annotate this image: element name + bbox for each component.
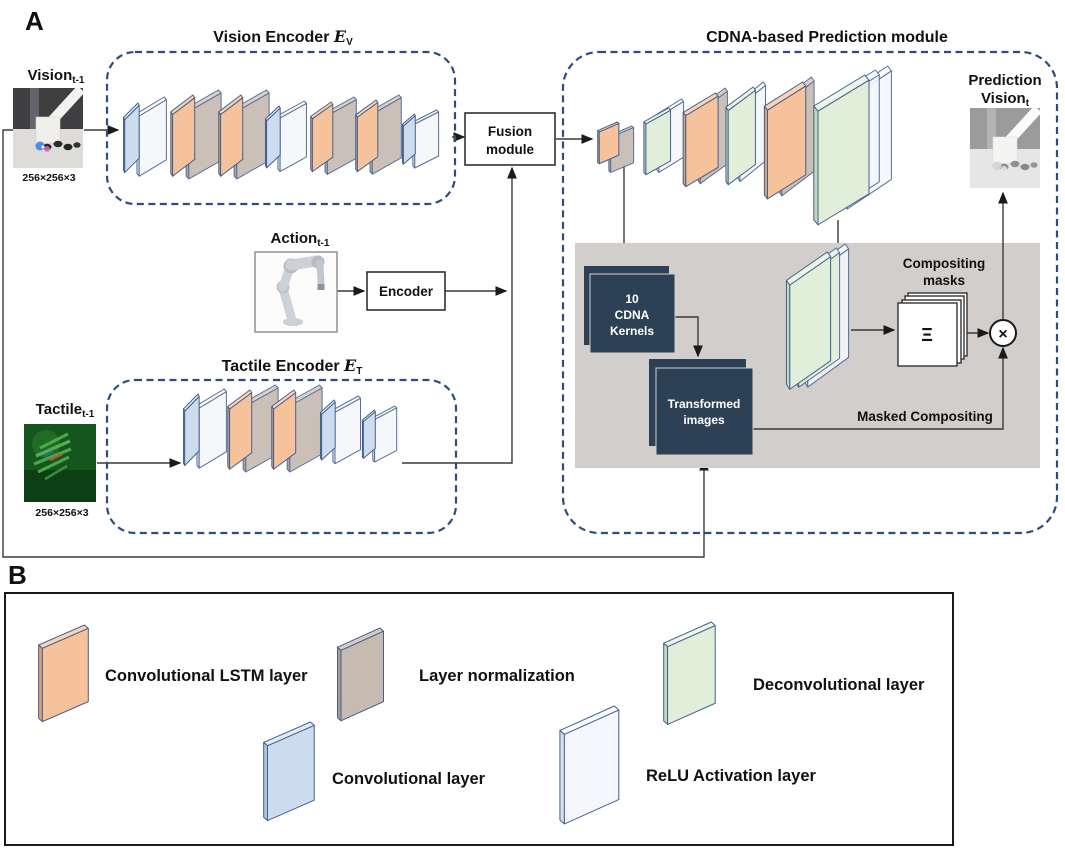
legend-label-conv-lstm: Convolutional LSTM layer xyxy=(105,667,308,685)
fusion-module: Fusion module xyxy=(464,112,556,166)
legend-box xyxy=(4,592,954,846)
legend-label-conv: Convolutional layer xyxy=(332,770,486,788)
transformed-line2: images xyxy=(683,413,725,427)
action-encoder: Encoder xyxy=(366,271,446,311)
masked-compositing-label: Masked Compositing xyxy=(857,409,993,424)
cdna-kernels: 10 CDNA Kernels xyxy=(584,266,676,354)
masks-xi-symbol: Ξ xyxy=(921,325,933,345)
wire-masked-compositing xyxy=(753,346,1008,430)
transformed-line1: Transformed xyxy=(668,397,741,411)
action-encoder-label: Encoder xyxy=(379,284,434,299)
legend-label-relu: ReLU Activation layer xyxy=(646,767,817,785)
vision-encoder-layers xyxy=(123,89,439,180)
panel-a-label: A xyxy=(25,6,44,36)
tactile-encoder-box xyxy=(105,378,458,535)
tactile-encoder-layers xyxy=(183,384,397,473)
legend-label-layer-norm: Layer normalization xyxy=(419,667,575,685)
vision-encoder-title: Vision Encoder EV xyxy=(213,27,353,48)
vision-input-photo xyxy=(13,88,83,168)
compositing-masks: Compositing masks Ξ xyxy=(897,256,986,367)
prediction-output-label-line1: Prediction xyxy=(968,72,1041,89)
legend: Convolutional LSTM layer Layer normaliza… xyxy=(4,592,954,846)
action-input-label: Actiont-1 xyxy=(271,230,330,249)
legend-label-deconv: Deconvolutional layer xyxy=(753,676,925,694)
tactile-input-label: Tactilet-1 xyxy=(36,401,95,420)
multiply-icon: × xyxy=(998,326,1007,343)
vision-encoder-box xyxy=(105,50,457,206)
prediction-output-photo xyxy=(970,108,1040,188)
kernels-line3: Kernels xyxy=(610,324,654,338)
prediction-output-label-line2: Visiont xyxy=(981,90,1030,109)
fusion-label-line1: Fusion xyxy=(488,124,532,139)
prediction-decoder-layers xyxy=(597,65,893,226)
masks-label-line1: Compositing xyxy=(903,256,986,271)
tactile-input-size: 256×256×3 xyxy=(35,507,88,519)
kernels-line1: 10 xyxy=(625,292,639,306)
panel-b-label: B xyxy=(8,560,27,590)
compositing-wires xyxy=(669,191,1008,430)
action-input-photo xyxy=(254,251,338,333)
wire-vision-branch-to-transformed xyxy=(2,129,709,558)
tactile-input-photo xyxy=(24,424,96,502)
masks-label-line2: masks xyxy=(923,273,965,288)
tactile-encoder-title: Tactile Encoder ET xyxy=(222,356,363,377)
action-encoder-box xyxy=(366,271,446,311)
transformed-images: Transformed images xyxy=(649,359,754,456)
fusion-module-box xyxy=(464,112,556,166)
multiply-node: × xyxy=(989,319,1017,347)
vision-input-size: 256×256×3 xyxy=(22,172,75,184)
prediction-module-title: CDNA-based Prediction module xyxy=(706,29,948,46)
prediction-module-box xyxy=(561,50,1059,535)
wire-kernels-to-transformed xyxy=(669,316,703,358)
fusion-label-line2: module xyxy=(486,142,534,157)
vision-input-label: Visiont-1 xyxy=(28,67,85,86)
kernels-line2: CDNA xyxy=(615,308,650,322)
wire-tactile-to-fusion xyxy=(402,166,517,464)
